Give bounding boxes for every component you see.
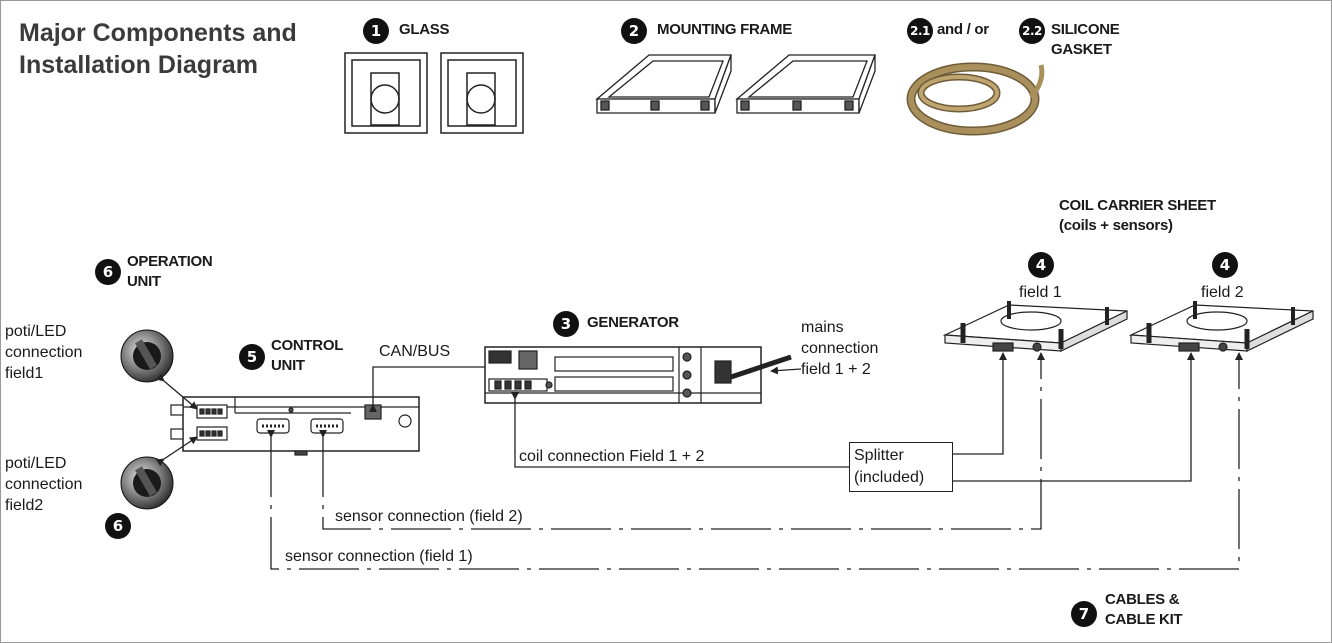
title-line-1: Major Components and (19, 19, 297, 47)
generator-unit (484, 346, 792, 404)
badge-coil-field-1: 4 (1028, 252, 1054, 278)
coil-carrier-field-2 (1128, 301, 1314, 352)
badge-gasket-2-1: 2.1 (907, 18, 933, 44)
field-1-label: field 1 (1019, 284, 1062, 301)
coil-carrier-label-2: (coils + sensors) (1059, 217, 1173, 234)
operation-knob-2 (120, 456, 174, 510)
mounting-frame-1 (595, 54, 732, 114)
badge-mounting-frame: 2 (621, 18, 647, 44)
glass-panel-2 (440, 52, 524, 134)
control-unit (170, 396, 420, 456)
gasket-label-1: SILICONE (1051, 21, 1120, 38)
badge-glass: 1 (363, 18, 389, 44)
badge-cables: 7 (1071, 601, 1097, 627)
splitter-label-1: Splitter (854, 447, 904, 464)
badge-operation-unit: 6 (95, 259, 121, 285)
splitter-label-2: (included) (854, 469, 925, 486)
mains-connection-label: mains connection field 1 + 2 (801, 319, 879, 378)
badge-gasket-2-2: 2.2 (1019, 18, 1045, 44)
page-title: Major Components and Installation Diagra… (19, 17, 297, 81)
glass-label: GLASS (399, 21, 450, 38)
cables-label-2: CABLE KIT (1105, 611, 1183, 628)
operation-unit-label-2: UNIT (127, 273, 161, 290)
mounting-frame-2 (735, 54, 876, 114)
badge-generator: 3 (553, 311, 579, 337)
poti-field2-label: poti/LED connection field2 (5, 455, 83, 514)
sensor-connection-field-1-label: sensor connection (field 1) (285, 548, 473, 565)
coil-connection-label: coil connection Field 1 + 2 (519, 448, 705, 465)
silicone-gasket-image (906, 62, 1045, 136)
badge-control-unit: 5 (239, 344, 265, 370)
field-2-label: field 2 (1201, 284, 1244, 301)
splitter-box: Splitter (included) (849, 442, 953, 492)
operation-unit-label-1: OPERATION (127, 253, 213, 270)
generator-label: GENERATOR (587, 314, 679, 331)
cables-label-1: CABLES & (1105, 591, 1180, 608)
poti-field1-label: poti/LED connection field1 (5, 323, 83, 382)
badge-coil-field-2: 4 (1212, 252, 1238, 278)
coil-carrier-label-1: COIL CARRIER SHEET (1059, 197, 1216, 214)
badge-operation-unit-2: 6 (105, 513, 131, 539)
coil-carrier-field-1 (942, 301, 1128, 352)
control-unit-label-2: UNIT (271, 357, 305, 374)
sensor-connection-field-2-label: sensor connection (field 2) (335, 508, 523, 525)
glass-panel-1 (344, 52, 428, 134)
control-unit-label-1: CONTROL (271, 337, 344, 354)
operation-knob-1 (120, 329, 174, 383)
mounting-frame-label: MOUNTING FRAME (657, 21, 792, 38)
title-line-2: Installation Diagram (19, 51, 258, 79)
sensor-lines (267, 352, 1243, 570)
can-bus-label: CAN/BUS (379, 343, 451, 360)
gasket-join-text: and / or (937, 21, 989, 38)
gasket-label-2: GASKET (1051, 41, 1112, 58)
